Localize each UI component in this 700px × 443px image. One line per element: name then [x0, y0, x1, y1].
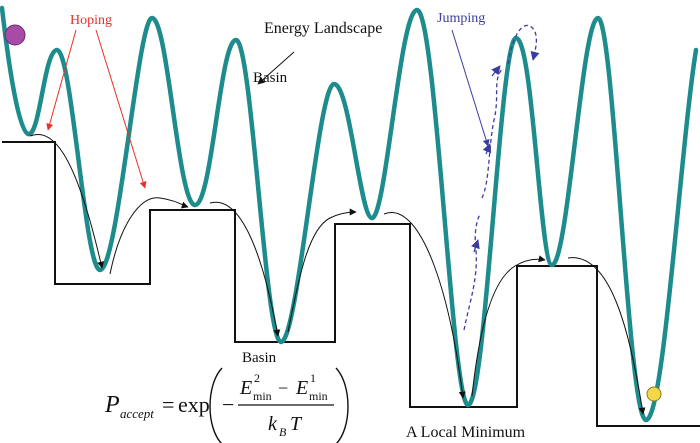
- hop-arrow-2: [109, 197, 189, 275]
- formula-e1-sub: min: [309, 389, 328, 403]
- yellow-ball-icon: [646, 386, 662, 402]
- formula-e2: E: [239, 377, 252, 399]
- hoping-pointer-left: [46, 29, 77, 131]
- formula-k-sub: B: [279, 425, 287, 439]
- jumping-path-loop: [507, 24, 540, 65]
- hop-arrow-5: [383, 212, 466, 399]
- hop-arrow-3: [209, 201, 281, 337]
- hoping-label: Hoping: [70, 13, 112, 28]
- acceptance-formula: P accept = exp − E 2 min − E 1 min k B T: [104, 367, 349, 443]
- hop-arrow-7: [567, 257, 646, 415]
- formula-p-sub: accept: [120, 406, 154, 421]
- formula-exp: exp: [178, 392, 210, 417]
- local-minimum-label: A Local Minimum: [406, 424, 526, 441]
- hop-arrow-4: [287, 208, 357, 333]
- formula-t: T: [290, 413, 303, 435]
- basin-label-lower: Basin: [242, 350, 277, 366]
- formula-numerator-minus: −: [278, 378, 288, 398]
- energy-landscape-pointer: [257, 51, 295, 85]
- formula-p: P: [104, 392, 120, 418]
- formula-neg-sign: −: [222, 392, 234, 417]
- hoping-pointers: [46, 29, 147, 189]
- hoping-pointer-right: [95, 29, 147, 189]
- basin-staircase: [2, 141, 700, 427]
- hop-arrows: [29, 134, 646, 415]
- formula-equals: =: [162, 392, 174, 417]
- hop-arrow-6: [471, 255, 546, 397]
- formula-k: k: [268, 413, 278, 435]
- purple-ball-icon: [4, 24, 26, 46]
- hop-arrow-1: [29, 134, 105, 269]
- jumping-label: Jumping: [437, 11, 485, 26]
- jumping-path-lower: [463, 213, 481, 331]
- formula-left-paren: [209, 367, 223, 443]
- jumping-arrow-middle: [482, 143, 492, 155]
- basin-label-upper: Basin: [253, 70, 288, 86]
- jumping-path-upper: [481, 67, 504, 199]
- jumping-pointer: [451, 29, 490, 147]
- energy-landscape-curve: [0, 5, 699, 423]
- formula-right-paren: [335, 367, 349, 443]
- jumping-arrow-lower: [471, 239, 480, 253]
- jumping-arrow-upper: [491, 65, 501, 77]
- formula-e1: E: [295, 377, 308, 399]
- energy-landscape-label: Energy Landscape: [264, 20, 382, 37]
- formula-e2-sub: min: [253, 389, 272, 403]
- jumping-path: [463, 24, 540, 331]
- formula-e2-sup: 2: [254, 371, 260, 385]
- formula-e1-sup: 1: [310, 371, 316, 385]
